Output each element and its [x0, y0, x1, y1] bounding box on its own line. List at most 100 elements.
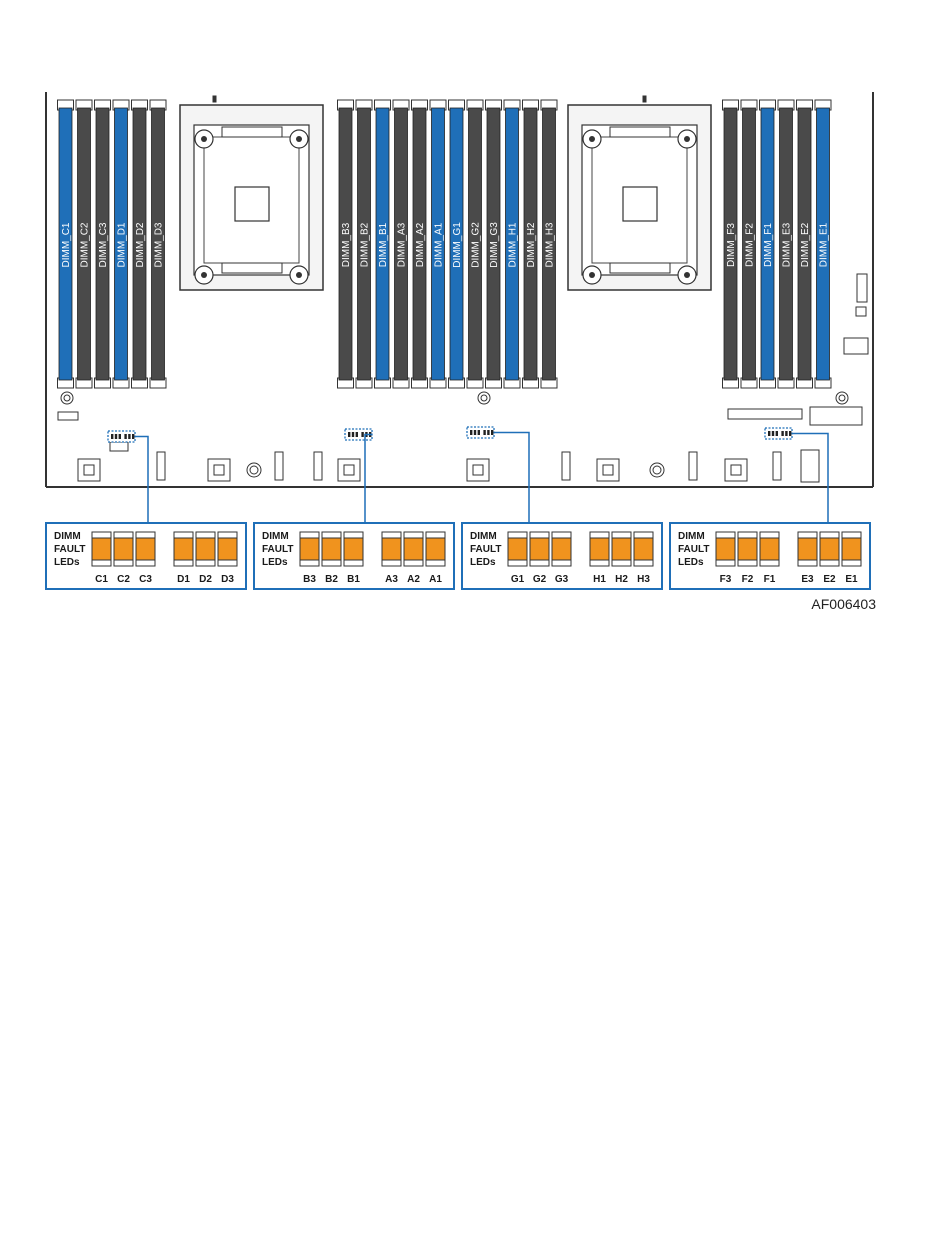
led-legend-title: LEDs	[470, 557, 496, 568]
fault-led-label: A1	[429, 574, 442, 585]
dimm-slot-c1: DIMM_C1	[57, 99, 74, 389]
dimm-slot-label: DIMM_D3	[154, 222, 165, 267]
fault-led-label: H2	[615, 574, 628, 585]
fault-led-f2: F2	[737, 531, 758, 585]
fault-led-h2: H2	[611, 531, 632, 585]
dimm-slot-g1: DIMM_G1	[448, 99, 465, 389]
dimm-slot-label: DIMM_D2	[135, 222, 146, 267]
fault-led-g2: G2	[529, 531, 550, 585]
fault-led-e1: E1	[841, 531, 862, 585]
fault-led-d2: D2	[195, 531, 216, 585]
fault-led-label: H3	[637, 574, 650, 585]
fault-led-a1: A1	[425, 531, 446, 585]
dimm-slot-f1: DIMM_F1	[759, 99, 776, 389]
fault-led-a3: A3	[381, 531, 402, 585]
figure-id: AF006403	[811, 596, 876, 612]
dimm-slot-label: DIMM_G2	[471, 222, 482, 268]
led-legend-title: LEDs	[262, 557, 288, 568]
dimm-slot-label: DIMM_F3	[726, 223, 737, 267]
led-legend-title: LEDs	[54, 557, 80, 568]
dimm-slot-d1: DIMM_D1	[112, 99, 130, 389]
fault-led-c2: C2	[113, 531, 134, 585]
fault-led-label: G1	[511, 574, 525, 585]
dimm-slot-label: DIMM_H3	[545, 222, 556, 267]
dimm-slot-c2: DIMM_C2	[75, 99, 93, 389]
led-cluster-icon	[466, 426, 495, 439]
fault-led-label: G3	[555, 574, 569, 585]
fault-led-d1: D1	[173, 531, 194, 585]
dimm-slot-g3: DIMM_G3	[485, 99, 502, 389]
fault-led-g3: G3	[551, 531, 572, 585]
dimm-slot-e2: DIMM_E2	[796, 99, 813, 389]
dimm-slot-label: DIMM_E2	[800, 222, 811, 267]
board-components	[57, 95, 869, 483]
dimm-slot-h3: DIMM_H3	[540, 99, 558, 389]
fault-led-label: C2	[117, 574, 130, 585]
callout-leader-line	[792, 432, 829, 523]
dimm-slot-label: DIMM_G1	[452, 222, 463, 268]
fault-led-label: B2	[325, 574, 338, 585]
fault-led-label: E1	[845, 574, 858, 585]
dimm-slot-a3: DIMM_A3	[392, 99, 410, 389]
callout-leader-line	[364, 433, 372, 523]
dimm-slot-label: DIMM_D1	[117, 222, 128, 267]
dimm-slot-label: DIMM_B2	[360, 222, 371, 267]
fault-led-label: G2	[533, 574, 547, 585]
dimm-slot-a2: DIMM_A2	[411, 99, 428, 389]
dimm-slot-f2: DIMM_F2	[740, 99, 758, 389]
fault-led-label: F3	[720, 574, 732, 585]
dimm-slot-label: DIMM_A3	[397, 222, 408, 267]
dimm-slot-label: DIMM_C2	[80, 222, 91, 267]
dimm-slot-h1: DIMM_H1	[503, 99, 521, 389]
fault-led-b2: B2	[321, 531, 342, 585]
callout-leader-line	[494, 431, 530, 523]
fault-led-label: A2	[407, 574, 420, 585]
dimm-slot-b1: DIMM_B1	[374, 99, 391, 389]
fault-led-label: E2	[823, 574, 836, 585]
fault-led-d3: D3	[217, 531, 238, 585]
fault-led-e3: E3	[797, 531, 818, 585]
led-legend-title: FAULT	[262, 544, 293, 555]
led-legend-title: LEDs	[678, 557, 704, 568]
board	[45, 92, 874, 488]
led-legend-title: DIMM	[678, 531, 705, 542]
fault-led-h3: H3	[633, 531, 654, 585]
dimm-slot-d2: DIMM_D2	[131, 99, 148, 389]
fault-led-f1: F1	[759, 531, 780, 585]
fault-led-label: B3	[303, 574, 316, 585]
dimm-slot-label: DIMM_A2	[415, 222, 426, 267]
dimm-slot-label: DIMM_F2	[745, 223, 756, 267]
dimm-slot-e3: DIMM_E3	[777, 99, 795, 389]
callout-leader-line	[135, 435, 149, 523]
dimm-slot-label: DIMM_B1	[378, 222, 389, 267]
dimm-slot-a1: DIMM_A1	[429, 99, 447, 389]
dimm-slot-g2: DIMM_G2	[466, 99, 484, 389]
dimm-slot-b2: DIMM_B2	[355, 99, 373, 389]
fault-led-a2: A2	[403, 531, 424, 585]
fault-led-label: D2	[199, 574, 212, 585]
dimm-slot-c3: DIMM_C3	[94, 99, 111, 389]
fault-led-b3: B3	[299, 531, 320, 585]
led-legend-title: FAULT	[54, 544, 85, 555]
fault-led-label: A3	[385, 574, 398, 585]
fault-led-c3: C3	[135, 531, 156, 585]
led-legend-title: DIMM	[470, 531, 497, 542]
fault-led-c1: C1	[91, 531, 112, 585]
fault-led-label: D3	[221, 574, 234, 585]
fault-led-label: C1	[95, 574, 108, 585]
fault-led-f3: F3	[715, 531, 736, 585]
dimm-slot-label: DIMM_C3	[98, 222, 109, 267]
dimm-slot-label: DIMM_A1	[434, 222, 445, 267]
dimm-slot-b3: DIMM_B3	[337, 99, 354, 389]
fault-led-label: E3	[801, 574, 814, 585]
dimm-slot-e1: DIMM_E1	[814, 99, 832, 389]
led-legend-title: DIMM	[54, 531, 81, 542]
fault-led-h1: H1	[589, 531, 610, 585]
led-legend-title: DIMM	[262, 531, 289, 542]
cpu-socket-1	[179, 104, 324, 291]
fault-led-g1: G1	[507, 531, 528, 585]
